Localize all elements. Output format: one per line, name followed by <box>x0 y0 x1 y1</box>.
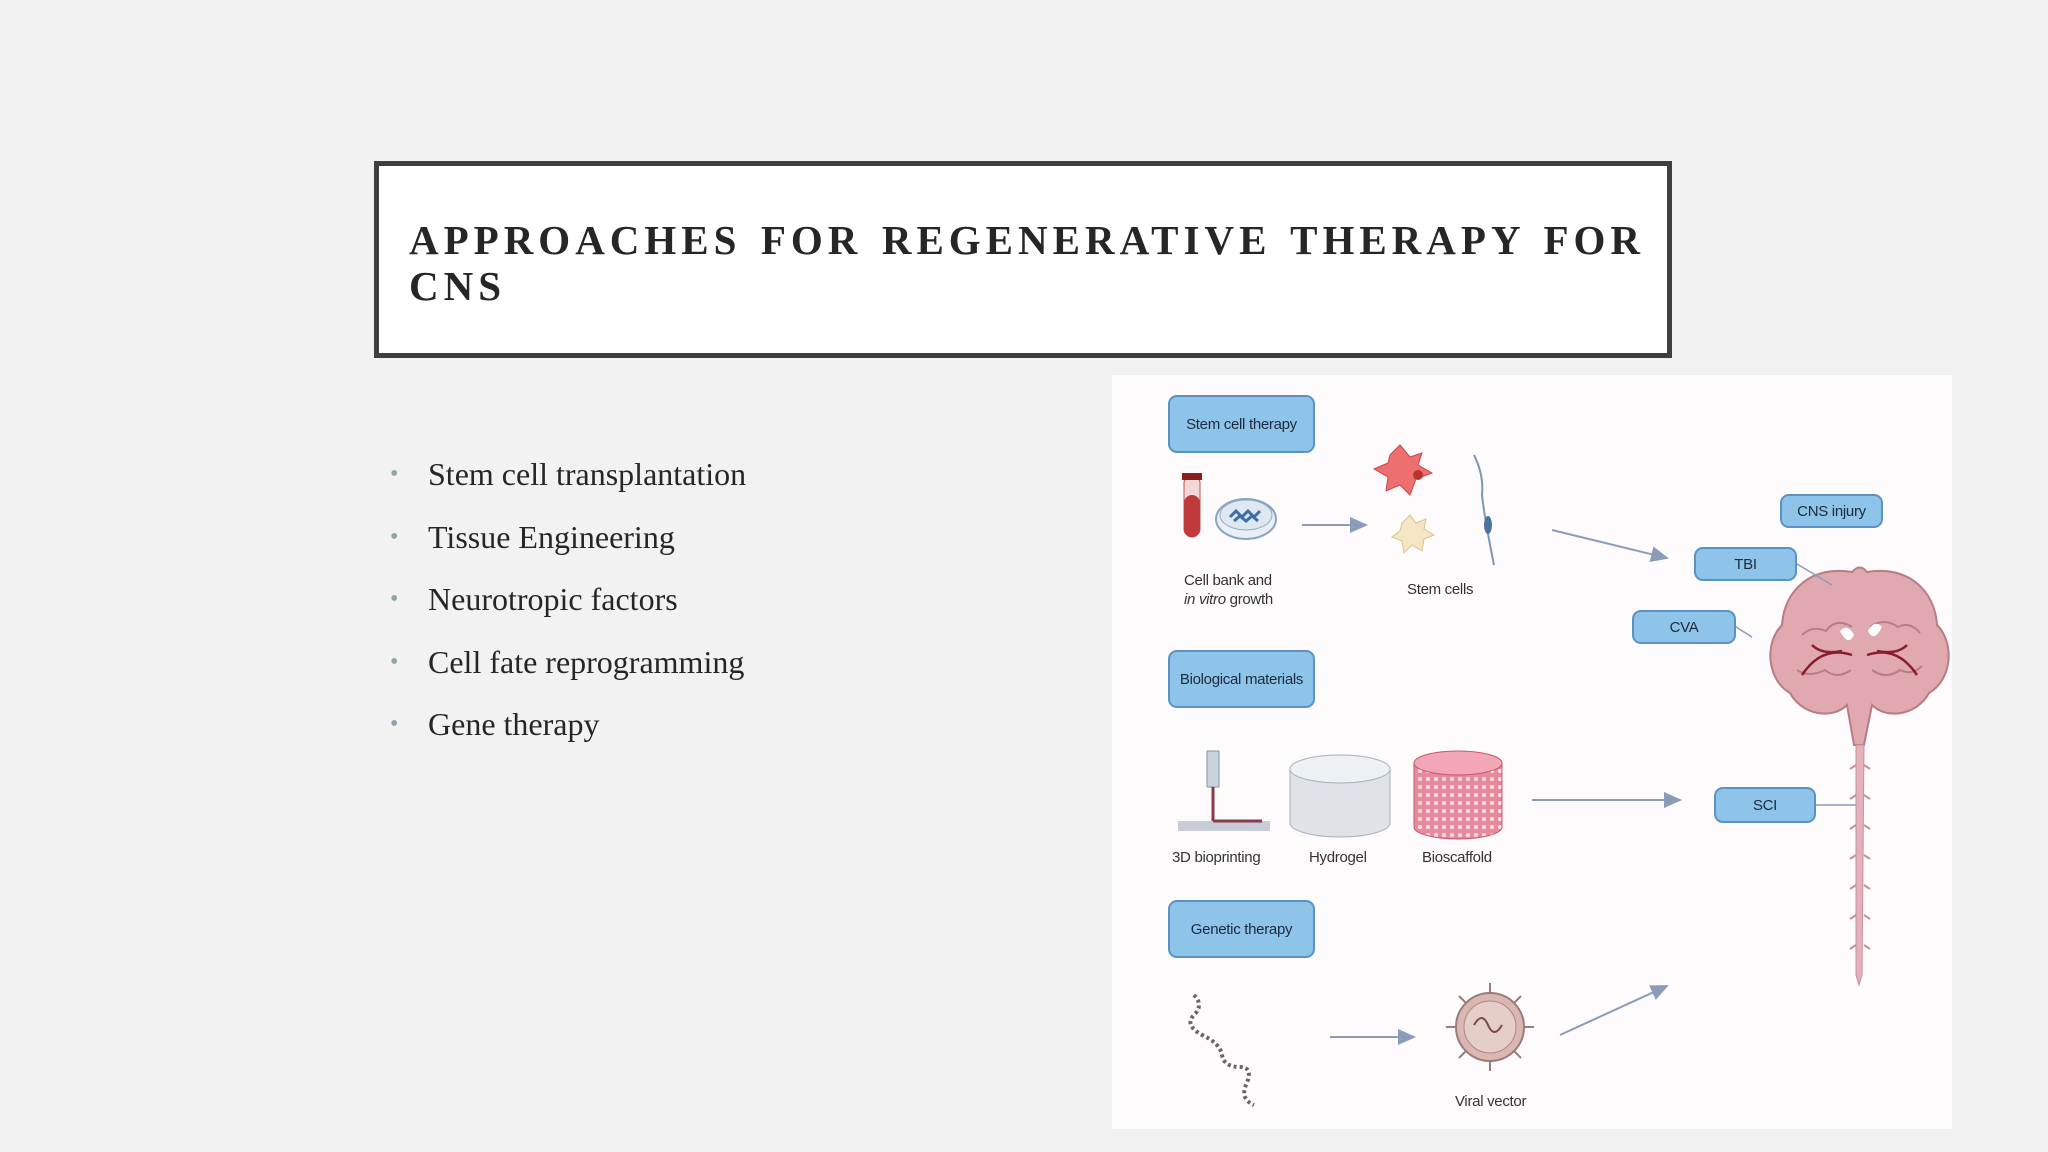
arrow <box>1559 985 1669 1036</box>
bullet-icon: • <box>390 461 399 487</box>
biological-materials-tag: Biological materials <box>1168 650 1315 708</box>
bullet-list: • Stem cell transplantation • Tissue Engin… <box>390 443 746 756</box>
viral-vector-icon <box>1446 983 1534 1071</box>
hydrogel-icon <box>1289 754 1391 838</box>
petri-dish-icon <box>1215 498 1277 540</box>
genetic-therapy-tag: Genetic therapy <box>1168 900 1315 958</box>
cell-bank-caption-rest: growth <box>1225 591 1274 608</box>
cva-tag: CVA <box>1632 610 1736 644</box>
stem-cells-icon <box>1372 444 1495 566</box>
test-tube-icon <box>1182 473 1202 538</box>
connector-line <box>1735 626 1753 638</box>
cell-bank-caption-italic: in vitro <box>1184 591 1226 608</box>
bullet-text: Neurotropic factors <box>428 581 678 617</box>
bullet-text: Tissue Engineering <box>428 518 675 555</box>
tbi-tag: TBI <box>1694 547 1797 581</box>
regenerative-therapy-diagram: Stem cell therapy Biological materials G… <box>1112 375 1952 1129</box>
connector-line <box>1796 563 1833 586</box>
bioprinting-caption: 3D bioprinting <box>1172 849 1261 866</box>
stem-cell-therapy-tag: Stem cell therapy <box>1168 395 1315 453</box>
viral-vector-caption: Viral vector <box>1455 1093 1527 1110</box>
list-item: • Cell fate reprogramming <box>390 631 746 694</box>
list-item: • Neurotropic factors <box>390 568 746 631</box>
brain-icon <box>1769 566 1950 987</box>
bullet-icon: • <box>390 586 399 612</box>
list-item: • Gene therapy <box>390 693 746 756</box>
cell-bank-caption: Cell bank and in vitro growth <box>1184 571 1273 609</box>
bullet-text: Stem cell transplantation <box>428 456 747 492</box>
cns-injury-tag: CNS injury <box>1780 494 1883 528</box>
stem-cells-caption: Stem cells <box>1407 581 1474 598</box>
bioscaffold-icon <box>1413 750 1503 840</box>
arrow <box>1551 529 1669 562</box>
bullet-icon: • <box>390 523 399 550</box>
diagram-graphics <box>1178 444 1950 1107</box>
list-item: • Tissue Engineering <box>390 506 746 569</box>
bullet-icon: • <box>390 711 399 737</box>
list-item: • Stem cell transplantation <box>390 443 746 506</box>
slide-title: APPROACHES FOR REGENERATIVE THERAPY FOR … <box>409 217 1645 309</box>
dna-icon <box>1188 993 1255 1107</box>
bioprinter-icon <box>1178 750 1270 831</box>
bullet-text: Cell fate reprogramming <box>428 643 745 680</box>
bioscaffold-caption: Bioscaffold <box>1422 849 1492 866</box>
cell-bank-caption-line1: Cell bank and <box>1184 572 1272 589</box>
sci-tag: SCI <box>1714 787 1816 823</box>
bullet-icon: • <box>390 648 399 675</box>
hydrogel-caption: Hydrogel <box>1309 849 1367 866</box>
bullet-text: Gene therapy <box>428 706 600 742</box>
title-box: APPROACHES FOR REGENERATIVE THERAPY FOR … <box>374 161 1672 358</box>
